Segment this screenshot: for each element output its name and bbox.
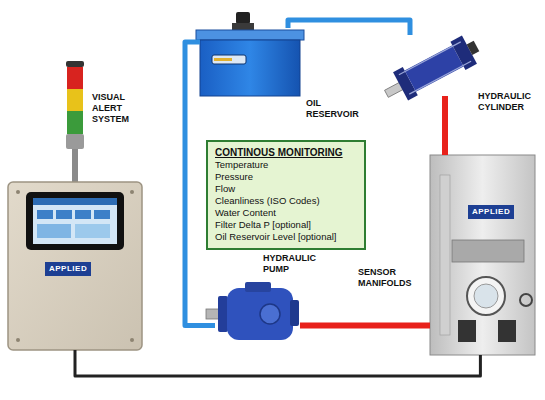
tank-lid [196, 30, 304, 40]
screen [33, 198, 117, 244]
brand-logo: APPLIED [468, 205, 514, 219]
list-item: Temperature [215, 159, 357, 171]
pump-body [227, 288, 293, 340]
light-pole [72, 148, 78, 184]
yellow-light [67, 89, 83, 111]
list-item: Cleanliness (ISO Codes) [215, 195, 357, 207]
component-label: OIL RESERVOIR [306, 98, 366, 120]
screw [130, 338, 134, 342]
gauge-face [474, 284, 498, 308]
screen-bar [33, 198, 117, 205]
filler-cap [236, 12, 250, 24]
cylinder-barrel [405, 45, 464, 92]
tie-rod [409, 61, 471, 94]
list-item: Oil Reservoir Level [optional] [215, 231, 357, 243]
pump-shaft [206, 309, 220, 319]
pump: HYDRAULIC PUMP [215, 282, 300, 344]
light-base [66, 134, 84, 149]
screw [16, 338, 20, 342]
pump-flange [218, 296, 228, 332]
component-label: HYDRAULIC PUMP [263, 253, 325, 275]
screw [16, 190, 20, 194]
component-label: VISUAL ALERT SYSTEM [92, 92, 142, 125]
screen-cell [56, 210, 72, 219]
sensor-body [498, 320, 516, 342]
sight-gauge [212, 55, 246, 64]
screen-cell [94, 210, 110, 219]
screen-cell [37, 224, 71, 238]
component-label: SENSOR MANIFOLDS [358, 267, 424, 289]
pump-port [245, 282, 271, 292]
stack-light [66, 61, 84, 184]
cable-loop [520, 294, 532, 306]
screen-bezel [26, 192, 124, 250]
list-item: Filter Delta P [optional] [215, 219, 357, 231]
brand-logo: APPLIED [45, 262, 91, 276]
hydraulic-line [288, 20, 410, 35]
list-item: Flow [215, 183, 357, 195]
light-cap [66, 61, 84, 67]
control-panel [8, 182, 142, 350]
screen-cell [75, 224, 110, 238]
hydraulic-cylinder [379, 32, 484, 108]
hydraulic-pump [206, 282, 299, 340]
clevis [467, 41, 480, 55]
screw [130, 190, 134, 194]
oil-level [214, 58, 232, 61]
hydraulic-line [300, 322, 430, 328]
green-light [67, 111, 83, 134]
list-item: Water Content [215, 207, 357, 219]
manifold-block [440, 175, 450, 335]
screen-cell [75, 210, 91, 219]
box-heading: CONTINOUS MONITORING [215, 146, 357, 159]
hydraulic-line [442, 96, 448, 155]
monitoring-box: CONTINOUS MONITORINGTemperaturePressureF… [206, 140, 366, 250]
cylinder: HYDRAULIC CYLINDER [388, 35, 480, 100]
manifold-block [452, 240, 524, 262]
sensor-gauge [467, 277, 505, 315]
manifold: SENSOR MANIFOLDSAPPLIED [430, 155, 535, 355]
pump-cover [260, 304, 280, 324]
sensor-manifold [430, 155, 535, 355]
control-panel: APPLIED [8, 182, 142, 350]
screen-cell [37, 210, 53, 219]
red-light [67, 67, 83, 89]
tie-rod [399, 42, 461, 75]
sensor-body [458, 320, 476, 342]
hydraulic-line [75, 350, 480, 376]
pump-end [290, 300, 299, 326]
list-item: Pressure [215, 171, 357, 183]
component-label: HYDRAULIC CYLINDER [478, 91, 540, 113]
reservoir: OIL RESERVOIR [200, 28, 300, 96]
panel-housing [8, 182, 142, 350]
alert-light: VISUAL ALERT SYSTEM [66, 62, 84, 152]
tank-body [200, 40, 300, 96]
manifold-plate [430, 155, 535, 355]
